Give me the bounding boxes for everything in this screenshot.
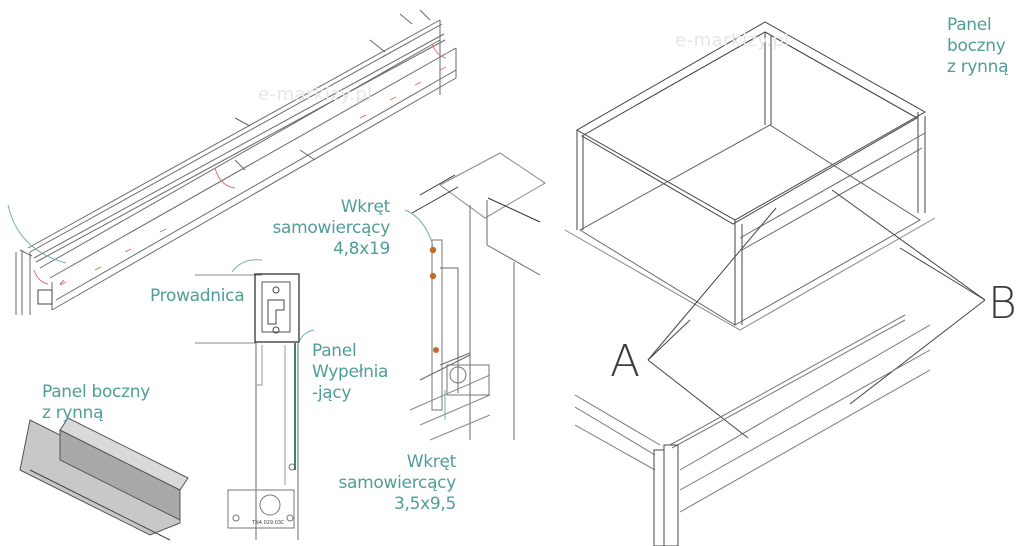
long-beam-drawing [15,9,457,315]
marker-b: B [988,278,1017,329]
screws [429,246,439,353]
label-line: Wkręt [340,197,391,217]
corner-detail [574,314,931,546]
label-line: Wkręt [406,452,457,472]
label-line: z rynną [947,57,1009,77]
watermark: e-markizy.pl [675,30,790,51]
label-panel-boczny-left: Panel boczny z rynną [42,382,150,424]
red-arrows [33,43,447,286]
label-wkret-bottom: Wkręt samowiercący 3,5x9,5 [320,452,456,515]
label-line: samowiercący [338,473,456,493]
label-line: samowiercący [272,218,390,238]
label-line: -jący [312,383,352,403]
screw-detail-drawing [409,152,546,441]
label-line: 3,5x9,5 [393,494,456,514]
callout-lines [647,189,986,439]
label-prowadnica: Prowadnica [150,286,245,306]
side-panel-render [19,417,189,541]
label-line: 4,8x19 [333,239,390,259]
label-line: z rynną [42,403,104,423]
label-line: Panel [947,15,992,35]
part-code: TN4.029.03C [252,520,285,526]
label-line: Panel [312,341,357,361]
label-wkret-top: Wkręt samowiercący 4,8x19 [250,197,390,260]
marker-a: A [610,336,641,387]
leader-line [7,204,67,264]
label-panel-boczny-right: Panel boczny z rynną [947,15,1009,78]
label-line: Panel boczny [42,382,150,402]
watermark: e-markizy.pl [258,84,373,105]
leader-line [404,209,434,247]
guide-cross-section [195,259,315,540]
label-line: boczny [947,36,1006,56]
label-line: Wypełnia [312,362,389,382]
floor-outline [564,217,936,331]
pergola-frame [575,21,927,326]
label-panel-wypelniajacy: Panel Wypełnia -jący [312,341,388,404]
